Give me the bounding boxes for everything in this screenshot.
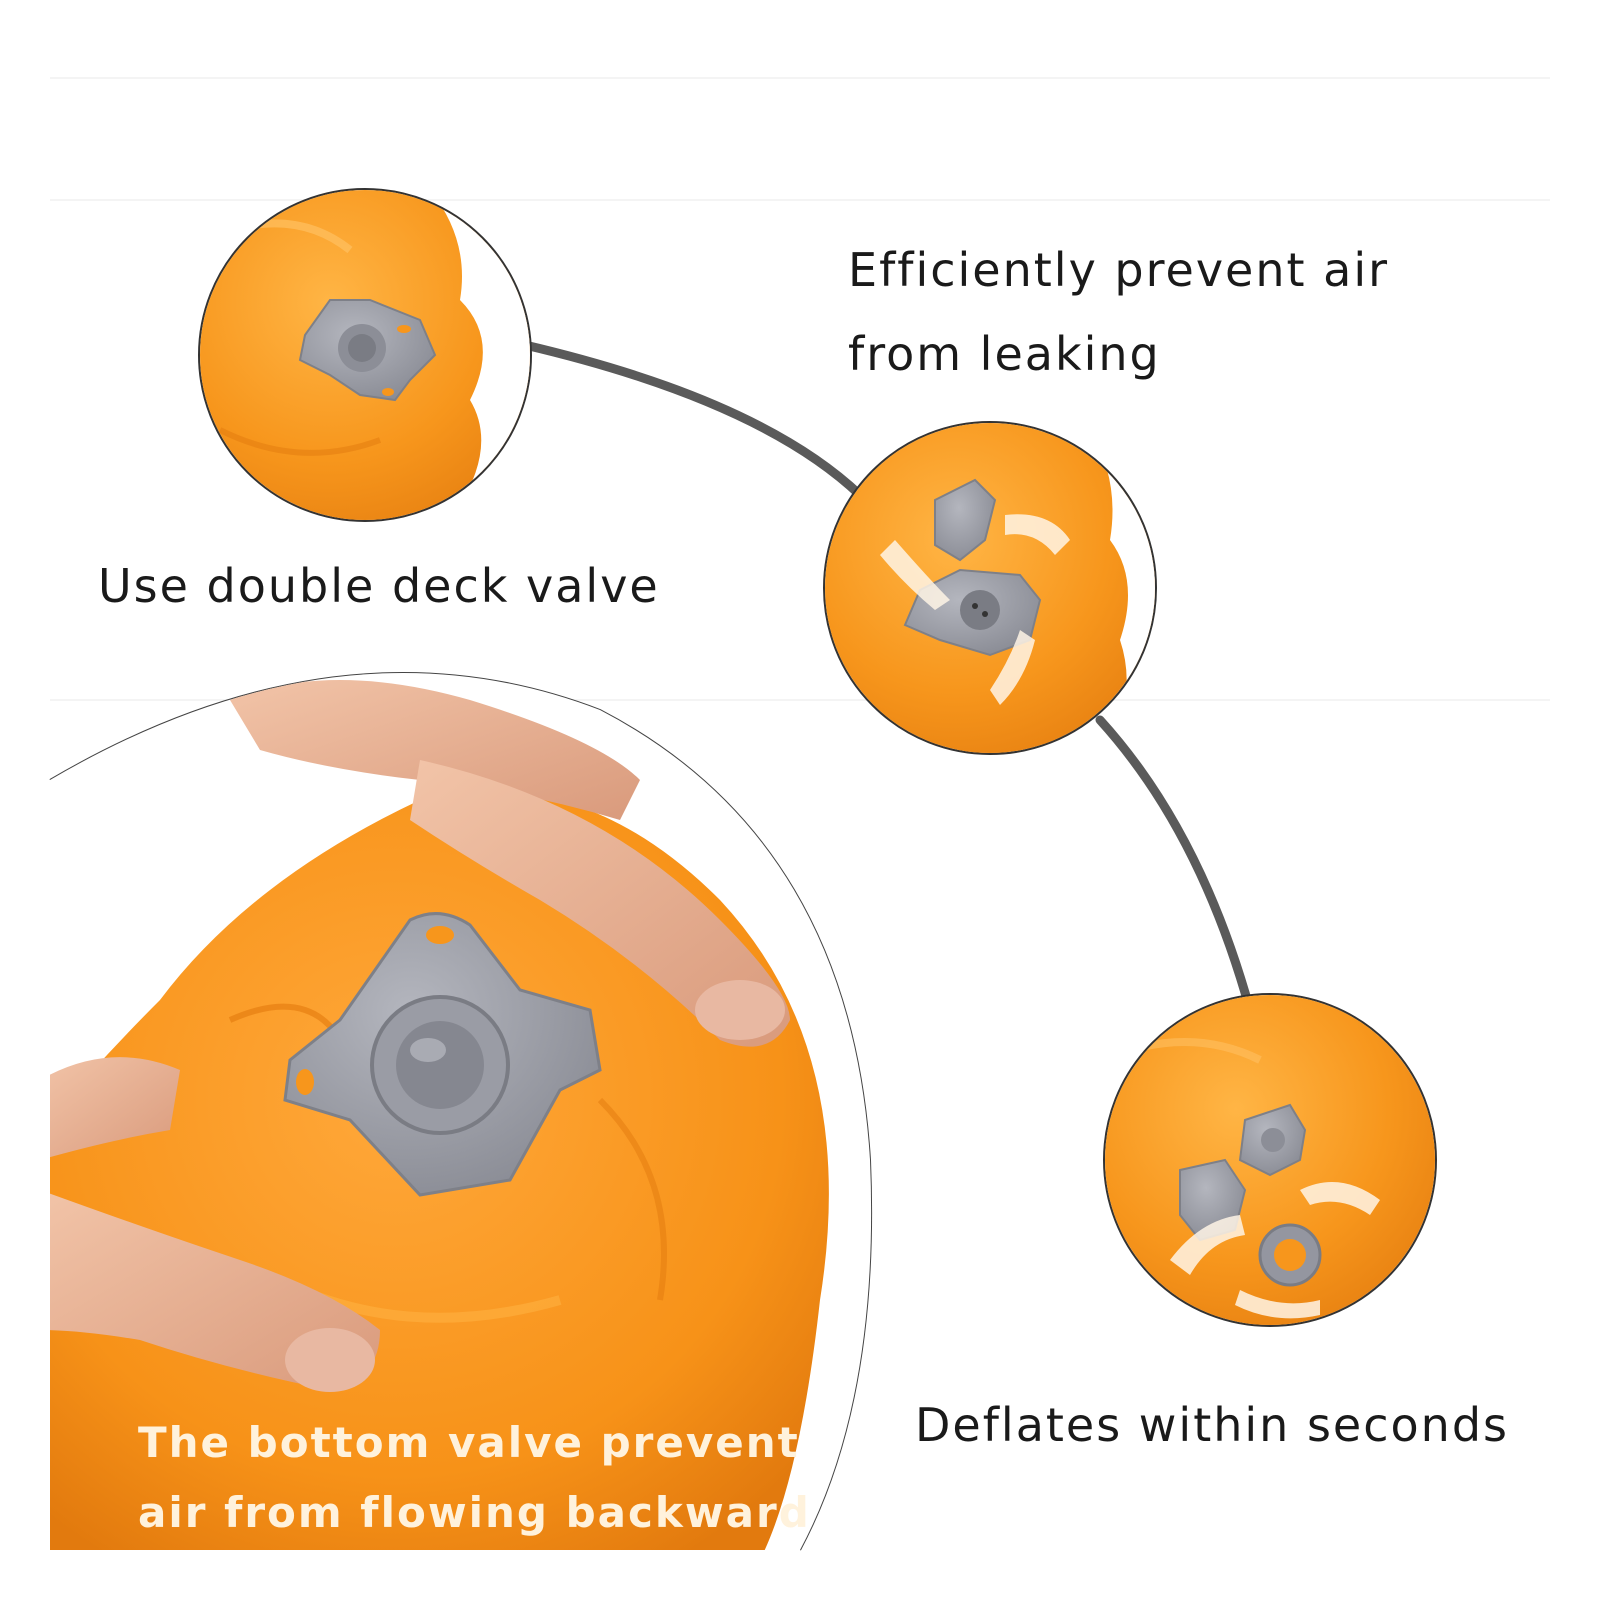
connector-arc	[520, 340, 1255, 1015]
valve-icon	[903, 478, 1042, 657]
caption-bottom-valve: The bottom valve prevent air from flowin…	[138, 1408, 811, 1548]
hand-icon	[50, 680, 790, 1392]
big-valve-photo	[49, 671, 873, 1551]
caption-line-2: air from flowing backward	[138, 1488, 811, 1537]
caption-line-2: from leaking	[848, 327, 1161, 381]
caption-line-1: Efficiently prevent air	[848, 243, 1390, 297]
caption-deflates: Deflates within seconds	[915, 1398, 1509, 1452]
rotate-arrow-icon	[1170, 1182, 1380, 1319]
rotate-arrow-icon	[880, 514, 1070, 705]
leak-prevention-photo	[823, 421, 1157, 755]
valve-icon	[298, 299, 437, 402]
double-deck-valve-photo	[198, 188, 532, 522]
caption-efficiently-prevent-leak: Efficiently prevent air from leaking	[848, 228, 1389, 396]
caption-line-1: The bottom valve prevent	[138, 1418, 800, 1467]
caption-double-deck-valve: Use double deck valve	[98, 559, 660, 613]
deflate-photo	[1103, 993, 1437, 1327]
valve-icon	[283, 912, 602, 1197]
